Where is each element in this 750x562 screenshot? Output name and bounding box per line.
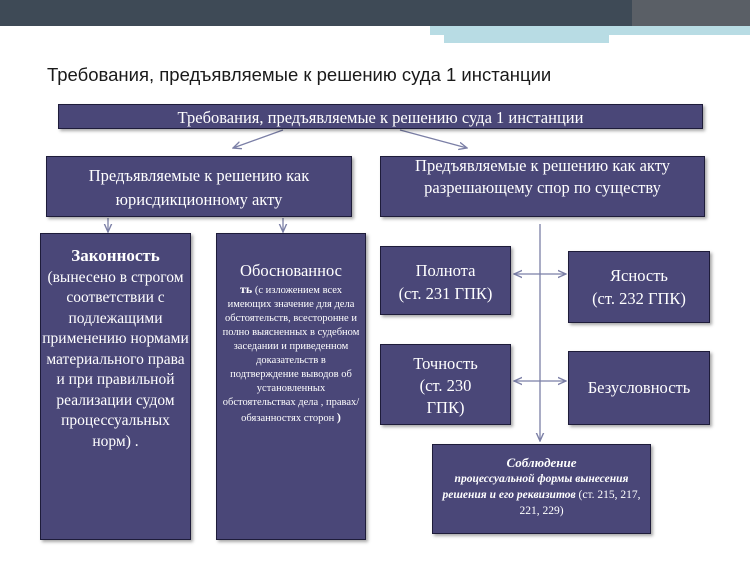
legality-box: Законность (вынесено в строгом соответст… [40,233,191,540]
validity-text: (с изложением всех имеющих значение для … [222,285,360,424]
root-label: Требования, предъявляемые к решению суда… [177,108,584,127]
dispute-resolution-act-label: Предъявляемые к решению как акту разреша… [415,156,670,197]
jurisdictional-act-box: Предъявляемые к решению как юрисдикционн… [46,156,352,217]
clarity-title: Ясность [610,266,668,285]
accuracy-box: Точность (ст. 230 ГПК) [380,344,511,425]
slide-title: Требования, предъявляемые к решению суда… [47,64,552,85]
completeness-box: Полнота (ст. 231 ГПК) [380,246,511,315]
accuracy-ref-1: (ст. 230 [419,376,472,395]
accuracy-ref-2: ГПК) [426,398,465,417]
validity-box: Обоснованнос ть (с изложением всех имеющ… [216,233,366,540]
legality-text: (вынесено в строгом соответствии с подле… [42,268,189,450]
jurisdictional-act-label: Предъявляемые к решению как юрисдикционн… [88,166,310,209]
completeness-ref: (ст. 231 ГПК) [398,284,493,303]
unconditionality-label: Безусловность [587,378,691,397]
legality-title: Законность [71,246,160,265]
clarity-box: Ясность (ст. 232 ГПК) [568,251,710,323]
header-stripe-accent [444,35,750,43]
validity-title: Обоснованнос [240,261,342,280]
validity-title-end: ть [239,282,253,296]
clarity-ref: (ст. 232 ГПК) [592,289,686,308]
header-bar [0,0,750,26]
arrow-root-right [399,129,467,148]
dispute-resolution-act-box: Предъявляемые к решению как акту разреша… [380,156,705,217]
arrow-root-left [233,129,284,148]
compliance-title: Соблюдение [506,455,577,470]
validity-closing: ) [336,410,341,424]
compliance-text: процессуальной формы вынесения решения и… [442,473,629,501]
unconditionality-box: Безусловность [568,351,710,425]
accuracy-title: Точность [413,354,478,373]
root-requirements-box: Требования, предъявляемые к решению суда… [58,104,703,129]
header-stripe [0,26,750,35]
procedural-compliance-box: Соблюдение процессуальной формы вынесени… [432,444,651,534]
compliance-refs: (ст. 215, 217, 221, 229) [519,489,641,517]
completeness-title: Полнота [415,261,476,280]
